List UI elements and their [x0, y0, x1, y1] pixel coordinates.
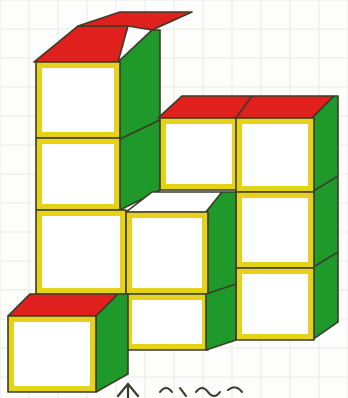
front-face-tall-1-center	[42, 68, 114, 132]
side-face-middle-bottom	[206, 284, 236, 350]
front-face-small-front-center	[14, 322, 90, 386]
front-face-middle-bottom-center	[132, 300, 202, 344]
front-face-right-r3c2-center	[242, 274, 308, 334]
top-face-left-1	[34, 26, 128, 62]
handwritten-scribble	[160, 387, 242, 396]
front-face-right-r1c1-center	[166, 124, 232, 184]
front-face-right-r1c2-center	[242, 124, 308, 186]
front-face-tall-3-center	[42, 216, 120, 288]
front-face-right-r2c2-center	[242, 198, 308, 262]
side-face-right-lower	[312, 252, 338, 340]
front-face-tall-2-center	[42, 144, 114, 204]
arrow-icon	[118, 384, 138, 398]
side-face-middle-step	[206, 192, 236, 296]
front-face-middle-step-center	[132, 218, 202, 288]
